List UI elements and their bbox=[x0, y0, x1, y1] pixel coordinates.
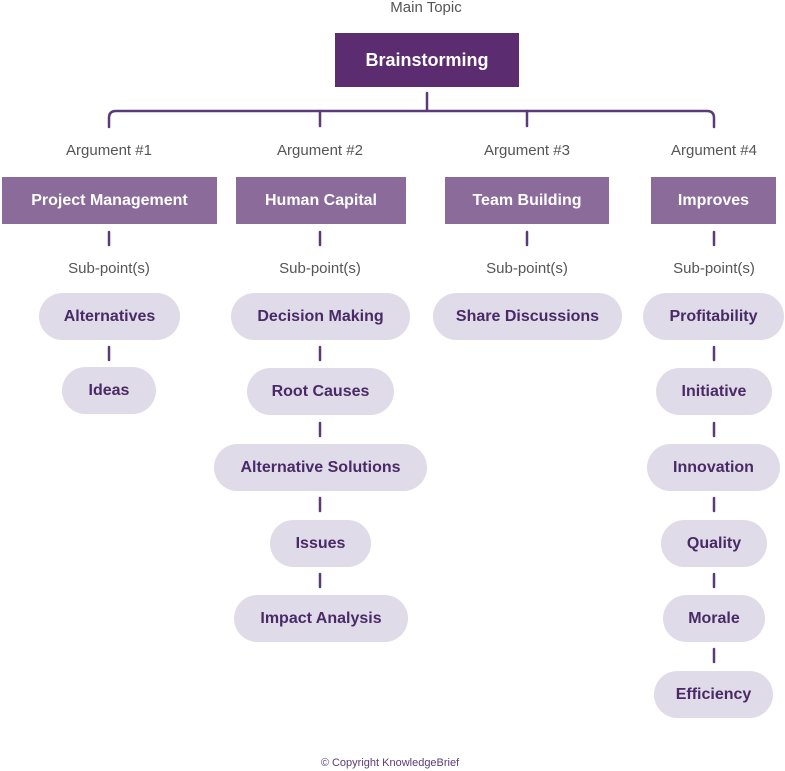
argument-4-subpoint-4: Quality bbox=[661, 520, 767, 567]
argument-2-subpoint-5: Impact Analysis bbox=[234, 595, 408, 642]
argument-4-subcaption: Sub-point(s) bbox=[673, 260, 755, 277]
argument-2-caption: Argument #2 bbox=[277, 142, 363, 159]
argument-3-subcaption: Sub-point(s) bbox=[486, 260, 568, 277]
argument-3-caption: Argument #3 bbox=[484, 142, 570, 159]
main-topic-caption: Main Topic bbox=[390, 0, 462, 16]
argument-2-subpoint-2: Root Causes bbox=[247, 368, 394, 415]
argument-4-caption: Argument #4 bbox=[671, 142, 757, 159]
argument-2-box: Human Capital bbox=[236, 177, 406, 224]
connector-bracket bbox=[107, 109, 716, 129]
argument-1-subpoint-1: Alternatives bbox=[39, 293, 180, 340]
argument-1-subcaption: Sub-point(s) bbox=[68, 260, 150, 277]
argument-2-subpoint-1: Decision Making bbox=[231, 293, 410, 340]
argument-1-caption: Argument #1 bbox=[66, 142, 152, 159]
argument-4-subpoint-3: Innovation bbox=[647, 444, 780, 491]
argument-2-subpoint-3: Alternative Solutions bbox=[214, 444, 427, 491]
argument-2-subcaption: Sub-point(s) bbox=[279, 260, 361, 277]
argument-4-box: Improves bbox=[651, 177, 776, 224]
argument-3-subpoint-1: Share Discussions bbox=[433, 293, 622, 340]
argument-1-subpoint-2: Ideas bbox=[62, 367, 156, 414]
argument-4-subpoint-1: Profitability bbox=[643, 293, 784, 340]
argument-4-subpoint-5: Morale bbox=[663, 595, 765, 642]
argument-2-subpoint-4: Issues bbox=[270, 520, 371, 567]
argument-4-subpoint-2: Initiative bbox=[656, 368, 772, 415]
argument-1-box: Project Management bbox=[2, 177, 217, 224]
argument-3-box: Team Building bbox=[445, 177, 609, 224]
copyright-text: © Copyright KnowledgeBrief bbox=[320, 757, 460, 769]
main-topic-box: Brainstorming bbox=[335, 33, 519, 87]
argument-4-subpoint-6: Efficiency bbox=[654, 671, 773, 718]
